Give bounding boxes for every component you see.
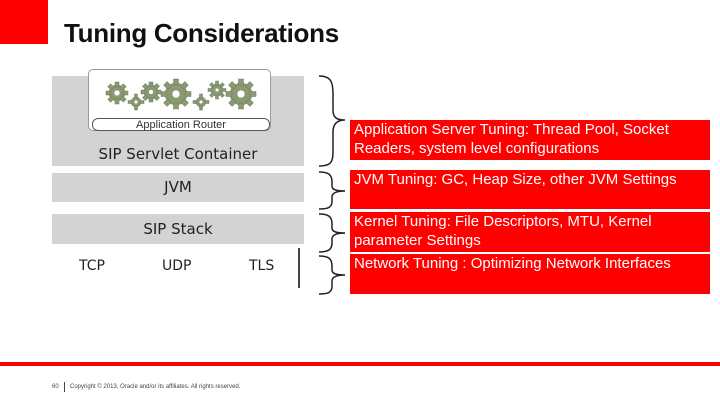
brace-connectors bbox=[318, 75, 346, 295]
gears-icon bbox=[105, 78, 257, 111]
protocol-divider bbox=[298, 248, 300, 288]
tls-label: TLS bbox=[249, 258, 275, 274]
brace-container bbox=[318, 75, 346, 167]
oracle-logo: ORACLE bbox=[630, 365, 684, 379]
callout-network-tuning: Network Tuning : Optimizing Network Inte… bbox=[350, 254, 710, 294]
brace-jvm bbox=[318, 171, 346, 210]
footer-bar bbox=[0, 362, 720, 366]
udp-label: UDP bbox=[162, 258, 192, 274]
callout-kernel-tuning: Kernel Tuning: File Descriptors, MTU, Ke… bbox=[350, 212, 710, 252]
copyright-text: Copyright © 2013, Oracle and/or its affi… bbox=[70, 384, 241, 390]
footer-separator bbox=[64, 382, 65, 392]
callout-jvm-tuning: JVM Tuning: GC, Heap Size, other JVM Set… bbox=[350, 170, 710, 209]
page-number: 60 bbox=[52, 384, 59, 390]
callout-app-server-tuning: Application Server Tuning: Thread Pool, … bbox=[350, 120, 710, 160]
application-router-label: Application Router bbox=[92, 118, 270, 131]
jvm-layer: JVM bbox=[52, 173, 304, 202]
slide-title: Tuning Considerations bbox=[64, 18, 339, 48]
tcp-label: TCP bbox=[79, 258, 105, 274]
sip-stack-layer: SIP Stack bbox=[52, 214, 304, 244]
sip-servlet-container-label: SIP Servlet Container bbox=[98, 145, 258, 163]
title-accent-block bbox=[0, 0, 48, 44]
